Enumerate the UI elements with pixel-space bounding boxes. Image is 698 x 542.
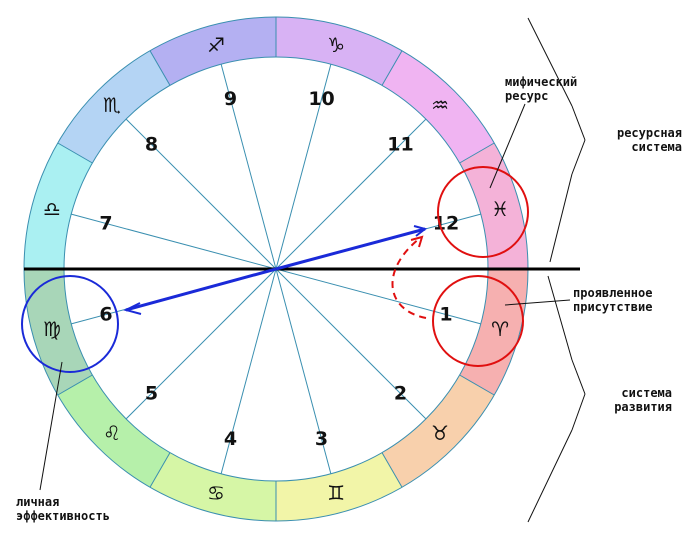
libra-icon: ♎ (43, 197, 61, 221)
house-number-6: 6 (99, 304, 112, 326)
resource-system-label-line2: система (631, 140, 682, 154)
sign-sector-capricorn (276, 17, 402, 86)
sign-sector-aquarius (382, 50, 495, 164)
sign-sector-leo (57, 375, 171, 488)
house-number-4: 4 (224, 428, 237, 450)
sign-sector-sagittarius (150, 17, 276, 86)
sign-sector-libra (24, 143, 93, 269)
sign-boundary-line (57, 142, 93, 164)
highlight-circle-house-1 (432, 275, 524, 367)
gemini-icon: ♊ (327, 481, 345, 505)
pisces-icon: ♓ (491, 197, 509, 221)
arrow-to-house-6-head (123, 302, 142, 315)
sign-boundary-line (459, 374, 495, 396)
personal-efficiency-label-line2: эффективность (16, 509, 110, 523)
house-number-8: 8 (145, 134, 158, 156)
sign-sector-scorpio (57, 50, 171, 164)
house-number-11: 11 (387, 134, 413, 156)
scorpio-icon: ♏ (103, 93, 121, 117)
house-number-2: 2 (394, 382, 407, 404)
arrow-to-house-12-head (413, 225, 428, 237)
sign-sector-cancer (150, 452, 276, 521)
house-number-5: 5 (145, 382, 158, 404)
mythic-resource-label-line1: мифический (505, 75, 577, 89)
dashed-arrow-head (410, 235, 424, 248)
taurus-icon: ♉ (431, 421, 449, 445)
dashed-arrow-1-to-12 (391, 237, 427, 319)
sign-sector-taurus (382, 375, 495, 488)
personal-efficiency-label-line1: личная (16, 495, 59, 509)
aries-icon: ♈ (491, 317, 509, 341)
house-number-3: 3 (315, 428, 328, 450)
resource-system-label-line1: ресурсная (617, 126, 682, 140)
virgo-icon: ♍ (43, 317, 61, 341)
sign-boundary-line (149, 50, 171, 86)
leo-icon: ♌ (103, 421, 121, 445)
sagittarius-icon: ♐ (207, 33, 225, 57)
sign-boundary-line (381, 452, 403, 488)
sign-sector-aries (459, 269, 528, 395)
house-number-12: 12 (433, 212, 459, 234)
sign-boundary-line (459, 142, 495, 164)
sign-sector-pisces (459, 143, 528, 269)
manifest-presence-label-line2: присутствие (573, 300, 652, 314)
arrow-to-house-12 (275, 227, 426, 271)
manifest-presence-label-line1: проявленное (573, 286, 652, 300)
sign-glyphs: ♈ ♉ ♊ ♋ ♌ ♍ ♎ ♏ ♐ ♑ ♒ ♓ (43, 33, 509, 505)
zodiac-ring (24, 17, 528, 521)
sign-sector-virgo (24, 269, 93, 395)
aquarius-icon: ♒ (431, 93, 449, 117)
house-number-1: 1 (439, 304, 452, 326)
capricorn-icon: ♑ (327, 33, 345, 57)
highlight-circle-house-6 (21, 275, 119, 373)
cancer-icon: ♋ (207, 481, 225, 505)
arrow-to-house-6 (125, 267, 277, 312)
sign-sector-gemini (276, 452, 402, 521)
development-system-label-line1: система (621, 386, 672, 400)
development-system-label-line2: развития (614, 400, 672, 414)
sign-boundary-line (57, 374, 93, 396)
house-number-7: 7 (99, 212, 112, 234)
house-number-9: 9 (224, 88, 237, 110)
sign-boundary-line (149, 452, 171, 488)
sign-boundary-line (381, 50, 403, 86)
annotation-lines (39, 17, 586, 523)
mythic-resource-label-line2: ресурс (505, 89, 548, 103)
highlight-circle-house-12 (437, 166, 529, 258)
house-number-10: 10 (308, 88, 334, 110)
